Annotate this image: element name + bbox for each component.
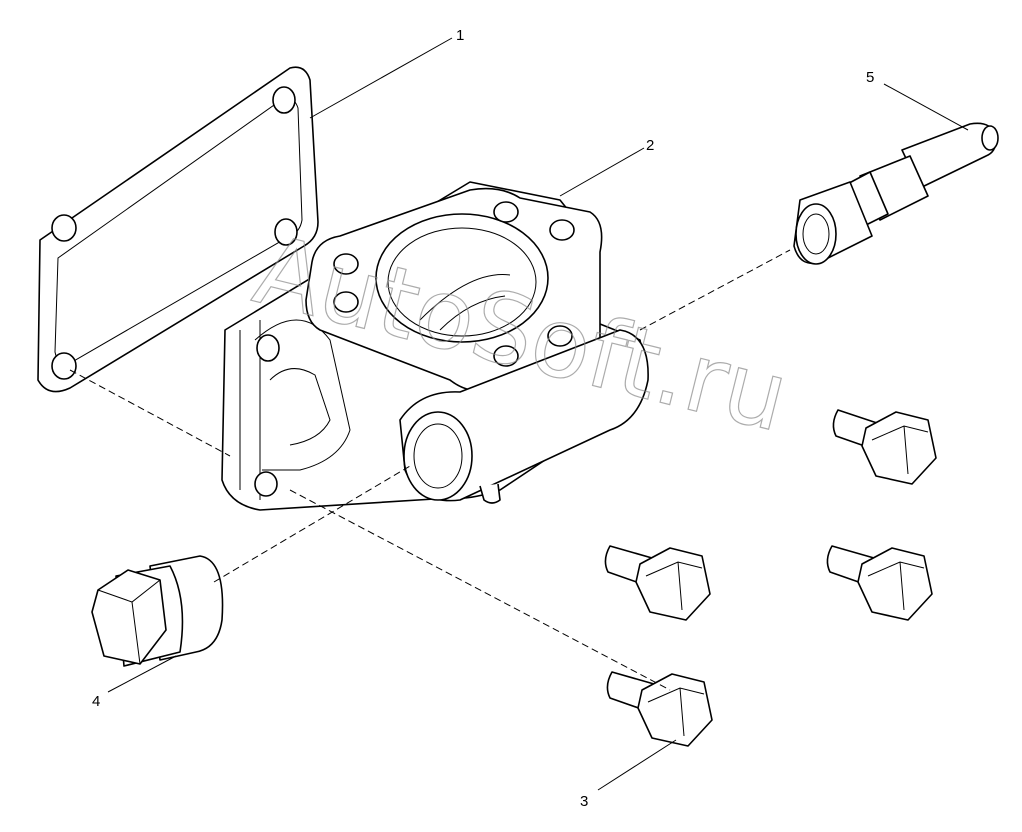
assembly-line-gasket-bolt — [69, 369, 671, 691]
leader-line-1 — [309, 37, 453, 119]
leader-line-5 — [883, 83, 969, 131]
bolt-middle-left — [604, 545, 711, 621]
leader-line-4 — [107, 655, 177, 693]
housing — [221, 181, 649, 511]
gasket — [37, 66, 319, 393]
leader-line-3 — [597, 739, 677, 791]
temperature-sensor — [793, 122, 999, 265]
callout-3: 3 — [580, 793, 588, 810]
callout-5: 5 — [866, 69, 874, 86]
drain-plug — [91, 555, 224, 667]
bolt-top-right — [832, 409, 937, 485]
assembly-line-plug — [213, 465, 411, 583]
assembly-line-sensor — [639, 249, 791, 331]
leader-line-2 — [559, 147, 645, 197]
callout-1: 1 — [456, 27, 464, 44]
callout-4: 4 — [92, 693, 100, 710]
callout-2: 2 — [646, 137, 654, 154]
bolt-bottom — [606, 671, 713, 747]
bolt-middle-right — [826, 545, 933, 621]
